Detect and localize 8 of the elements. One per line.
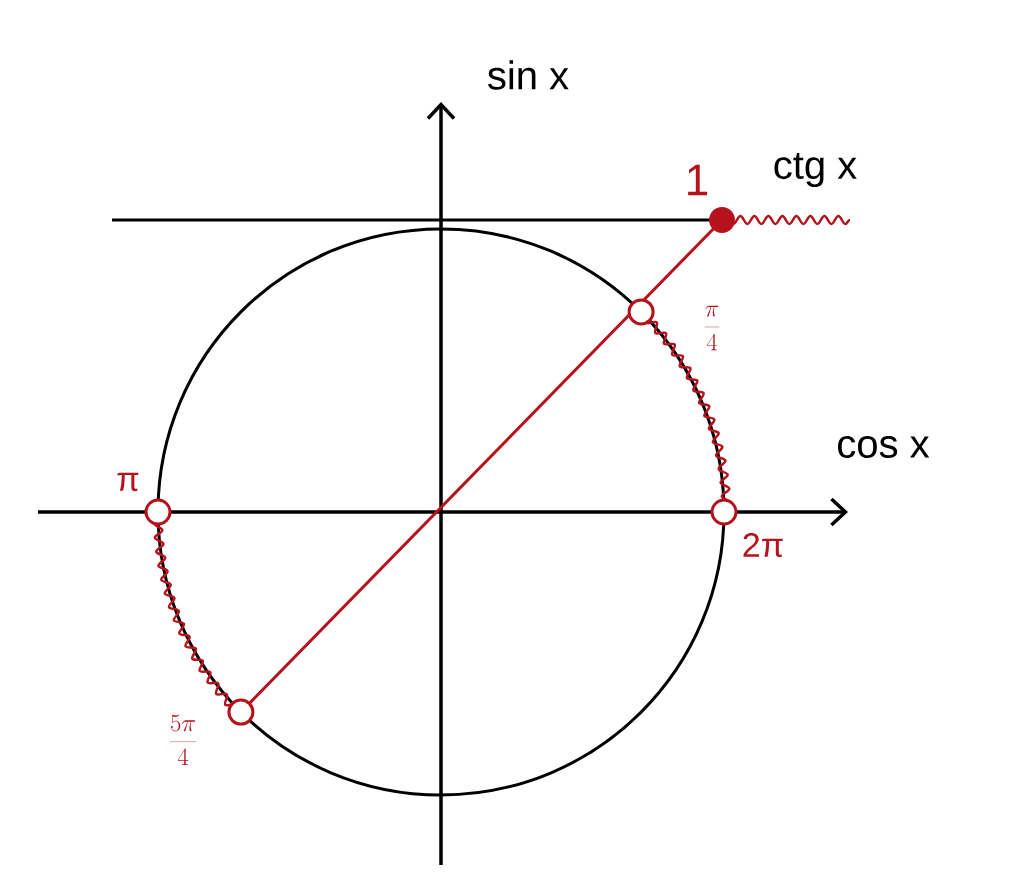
value-label: π (117, 472, 139, 492)
axis-label: ctg x (774, 152, 857, 188)
value-label: 1 (688, 164, 708, 196)
value-label: $\frac{\pi}{4}$ (704, 305, 720, 351)
axis-label: cos x (838, 436, 930, 458)
value-label: $\frac{5\pi}{4}$ (169, 714, 197, 765)
axis-label: sin x (488, 60, 569, 90)
value-label: 2π (743, 532, 783, 558)
